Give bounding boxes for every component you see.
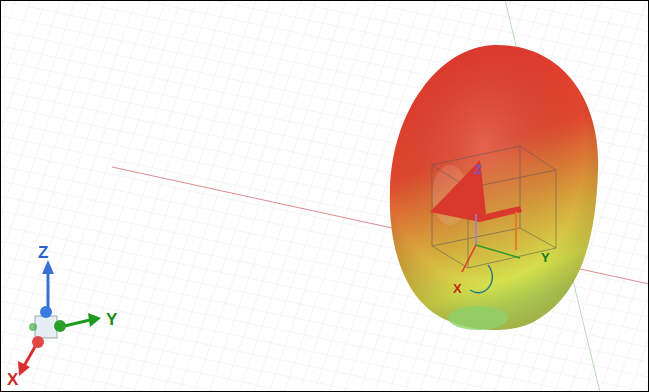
model-axis-label: Y (541, 251, 550, 264)
triad-axis-label: Y (106, 311, 117, 328)
model-axis-label: X (453, 282, 462, 295)
axis-triad (18, 260, 101, 376)
triad-axis-label: X (7, 371, 18, 388)
triad-axis-label: Z (38, 244, 48, 261)
model-axis-label: Z (474, 163, 482, 176)
